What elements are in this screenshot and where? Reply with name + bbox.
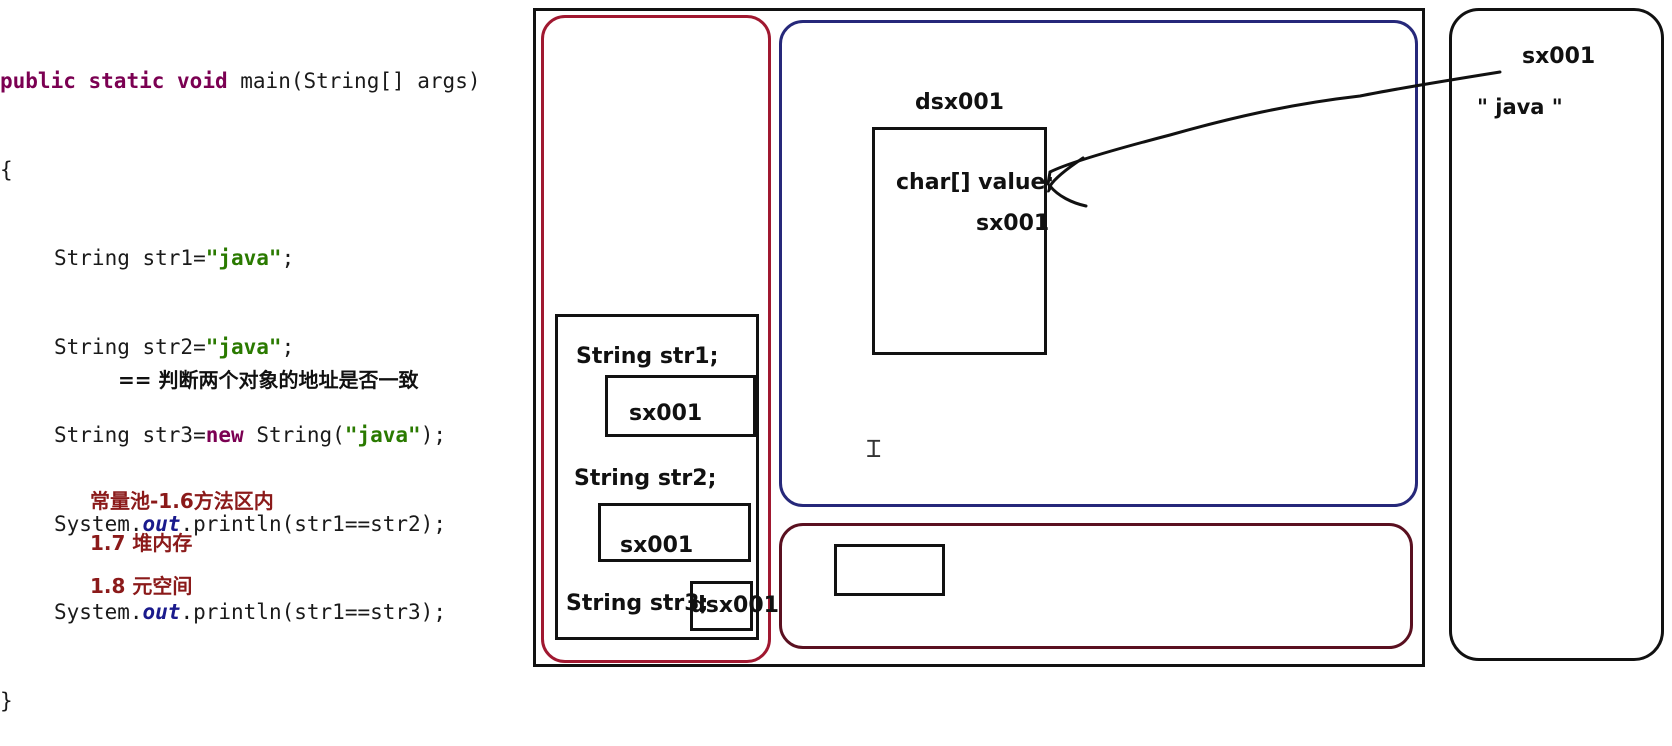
arrow-line [1046,70,1502,186]
str3-value: dsx001 [690,593,779,618]
pool-location-note: 常量池-1.6方法区内 [90,489,274,513]
code-line-3: String str1="java"; [54,246,295,270]
metaspace-version-note: 1.8 元空间 [90,574,193,598]
pool-string-literal: " java " [1477,95,1563,119]
arrow-head [1048,156,1088,208]
code-line-1: public static void main(String[] args) [0,69,481,93]
string-object-box [872,127,1047,355]
heap-object-address: dsx001 [915,90,1004,115]
stack-var-str1: String str1; [576,344,719,369]
pool-address: sx001 [1522,44,1596,69]
field-reference-value: sx001 [976,211,1050,236]
code-line-7: System.out.println(str1==str3); [54,600,446,624]
str3-value-box [690,581,753,631]
metaspace-area [779,523,1413,649]
char-array-field: char[] value; [896,170,1055,195]
str1-value-box [605,375,756,437]
text-cursor-icon: Ɪ [867,436,881,463]
code-line-8: } [0,688,13,713]
str1-value: sx001 [629,401,703,426]
heap-version-note: 1.7 堆内存 [90,531,193,555]
equality-note: == 判断两个对象的地址是否一致 [118,368,419,392]
stack-area [541,15,771,663]
code-line-2: { [0,157,13,182]
stack-var-str3: String str3; [566,591,709,616]
code-line-6: System.out.println(str1==str2); [54,511,446,536]
reference-arrow [1046,70,1502,208]
stack-var-str2: String str2; [574,466,717,491]
code-line-5: String str3=new String("java"); [54,423,446,447]
constant-pool-area [1449,8,1664,661]
metaspace-box [834,544,945,596]
code-line-4: String str2="java"; [54,334,295,359]
heap-area [779,20,1418,507]
memory-frame [533,8,1425,667]
str2-value: sx001 [620,533,694,558]
main-stack-frame [555,314,759,640]
str2-value-box [598,503,751,562]
